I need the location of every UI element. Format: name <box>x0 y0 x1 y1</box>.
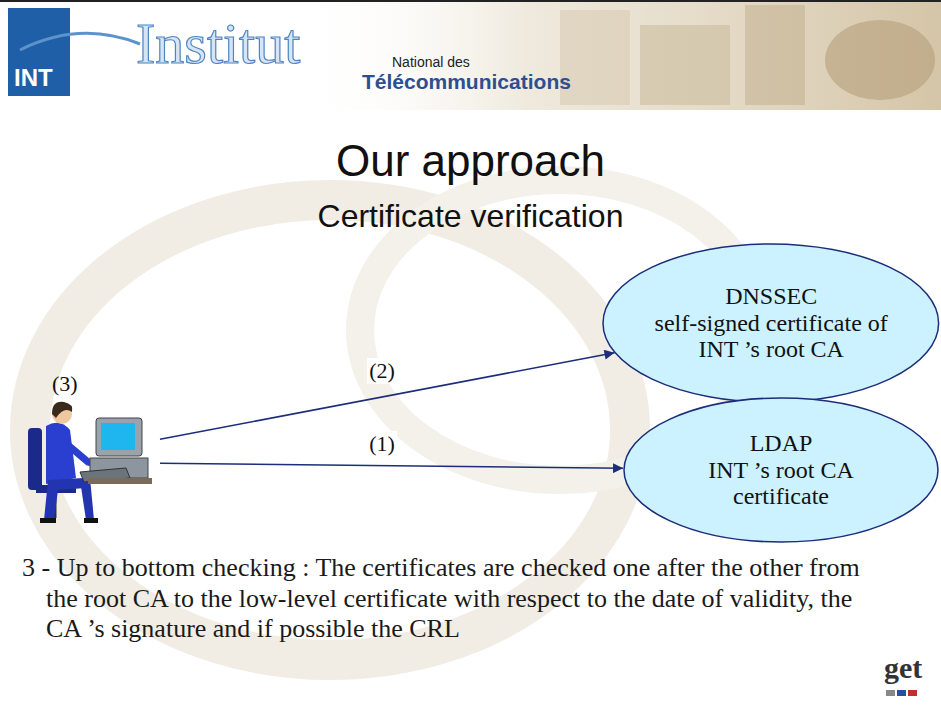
node-text-group: DNSSECself-signed certificate of INT ’s … <box>649 283 894 364</box>
person-torso <box>46 423 76 484</box>
chair-back <box>28 428 42 490</box>
node-text: INT ’s root CA certificate <box>694 457 869 511</box>
banner-text: Télécommunications <box>362 70 571 95</box>
banner-wordmark: Institut <box>136 10 300 78</box>
monitor <box>96 418 142 456</box>
edge-label: (1) <box>367 431 397 457</box>
arrow-connector <box>160 463 623 468</box>
body-paragraph: 3 - Up to bottom checking : The certific… <box>22 553 862 645</box>
logo-swoosh <box>20 33 140 50</box>
shoe <box>84 518 98 523</box>
person-hair <box>52 402 72 418</box>
ellipse-shape <box>624 398 938 542</box>
node-heading: LDAP <box>750 430 813 457</box>
banner-building <box>640 25 730 105</box>
slide-subtitle: Certificate verification <box>0 198 941 236</box>
banner-text: National des <box>392 54 470 71</box>
node-text-group: (3) <box>52 372 78 397</box>
node-text-group: LDAPINT ’s root CA certificate <box>694 430 869 511</box>
node-heading: DNSSEC <box>725 283 817 310</box>
logo-square <box>897 690 906 696</box>
ellipse-shape <box>603 244 939 402</box>
top-rule <box>0 0 941 2</box>
edge-label: (2) <box>367 358 397 384</box>
logo-square <box>908 690 917 696</box>
directory-ellipse: LDAPINT ’s root CA certificate <box>623 397 939 543</box>
logo-text: INT <box>14 64 53 92</box>
logo-block <box>8 8 70 96</box>
person-legs <box>44 478 86 520</box>
person-leg <box>80 478 94 520</box>
arrow-connector <box>160 353 614 439</box>
user-workstation: (3) <box>20 372 160 532</box>
logo-square <box>886 690 895 696</box>
slide-title: Our approach <box>0 136 941 186</box>
banner-figure <box>825 20 935 100</box>
node-heading: (3) <box>52 372 78 397</box>
directory-ellipse: DNSSECself-signed certificate of INT ’s … <box>602 243 940 403</box>
desk <box>88 478 152 484</box>
shoe <box>40 518 56 523</box>
banner-photo <box>300 2 941 110</box>
banner-building <box>745 5 805 105</box>
node-text: self-signed certificate of INT ’s root C… <box>649 310 894 364</box>
monitor-screen <box>101 423 135 450</box>
user-illustration <box>28 402 152 523</box>
logo-text: get <box>884 650 922 685</box>
